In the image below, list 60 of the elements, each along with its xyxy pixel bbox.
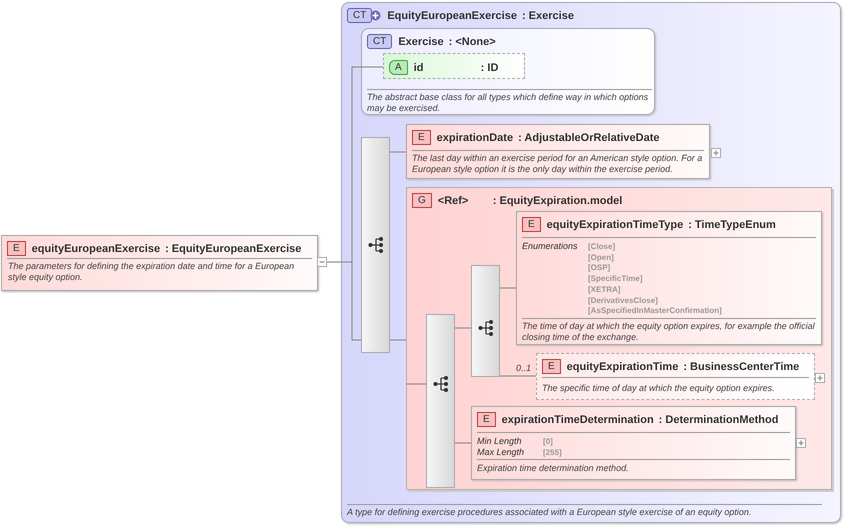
description-text: The time of day at which the equity option expires, for example the official closing time of the exchange. bbox=[522, 321, 816, 343]
sequence-compositor bbox=[426, 314, 455, 488]
type-name: : BusinessCenterTime bbox=[683, 360, 800, 372]
element-name: equityEuropeanExercise bbox=[32, 242, 160, 254]
property-value: [DerivativesClose] bbox=[588, 296, 658, 304]
type-name: : AdjustableOrRelativeDate bbox=[518, 132, 660, 144]
type-name: : <None> bbox=[448, 36, 496, 48]
property-value: [Close] bbox=[588, 242, 616, 251]
element-name: EquityEuropeanExercise bbox=[387, 10, 517, 22]
element-badge: E bbox=[522, 217, 541, 232]
element-name: equityExpirationTime bbox=[566, 360, 678, 372]
element-name: expirationDate bbox=[436, 132, 514, 144]
description-text: The parameters for defining the expiration date and time for a European style equity option. bbox=[8, 261, 296, 283]
attribute-badge: A bbox=[389, 60, 408, 75]
property-label: Min Length bbox=[477, 436, 522, 446]
element-box bbox=[471, 406, 796, 480]
property-value: [OSP] bbox=[588, 263, 610, 272]
element-box bbox=[536, 353, 815, 400]
element-box bbox=[516, 211, 822, 345]
property-label: Max Length bbox=[477, 447, 524, 457]
complex-type-box bbox=[341, 2, 841, 523]
element-name: equityExpirationTimeType bbox=[546, 218, 684, 230]
element-badge: E bbox=[542, 359, 561, 374]
complex-type-badge: CT bbox=[347, 8, 372, 23]
description-text: The abstract base class for all types which define way in which options may be exercised. bbox=[367, 92, 650, 114]
type-name: : DeterminationMethod bbox=[658, 414, 778, 426]
description-text: The specific time of day at which the equity option expires. bbox=[542, 383, 776, 394]
complex-type-box bbox=[361, 28, 655, 115]
element-name: id bbox=[414, 62, 424, 74]
element-name: Exercise bbox=[398, 36, 444, 48]
description-text: A type for defining exercise procedures associated with a European style exercise of an equity option. bbox=[347, 507, 752, 518]
element-badge: E bbox=[477, 412, 496, 427]
sequence-compositor bbox=[471, 265, 500, 377]
connector-line bbox=[454, 442, 472, 444]
element-name: expirationTimeDetermination bbox=[502, 414, 654, 426]
element-box bbox=[1, 235, 318, 291]
element-badge: E bbox=[7, 241, 26, 256]
sequence-compositor bbox=[361, 137, 390, 353]
property-value: [255] bbox=[543, 448, 562, 457]
property-value: [0] bbox=[543, 437, 553, 446]
property-value: [AsSpecifiedInMasterConfirmation] bbox=[588, 306, 722, 316]
element-box bbox=[406, 124, 710, 179]
type-name: : EquityExpiration.model bbox=[492, 194, 622, 206]
property-value: [SpecificTime] bbox=[588, 274, 643, 284]
type-name: : TimeTypeEnum bbox=[688, 218, 776, 230]
attribute-box bbox=[383, 53, 525, 79]
group-box bbox=[406, 187, 832, 490]
element-badge: E bbox=[412, 130, 431, 145]
property-value: [XETRA] bbox=[588, 284, 620, 294]
type-name: : EquityEuropeanExercise bbox=[165, 242, 302, 254]
type-name: : Exercise bbox=[522, 10, 574, 22]
complex-type-badge: CT bbox=[367, 34, 392, 49]
description-text: Expiration time determination method. bbox=[477, 463, 630, 474]
type-name: : ID bbox=[480, 62, 498, 74]
property-value: [Open] bbox=[588, 252, 614, 262]
group-badge: G bbox=[412, 193, 432, 208]
element-name: <Ref> bbox=[438, 194, 470, 206]
occurrence-label: 0..1 bbox=[516, 363, 532, 373]
description-text: The last day within an exercise period for an American style option. For a European style option it is the only day within the exercise period. bbox=[412, 153, 704, 175]
property-label: Enumerations bbox=[522, 241, 578, 251]
